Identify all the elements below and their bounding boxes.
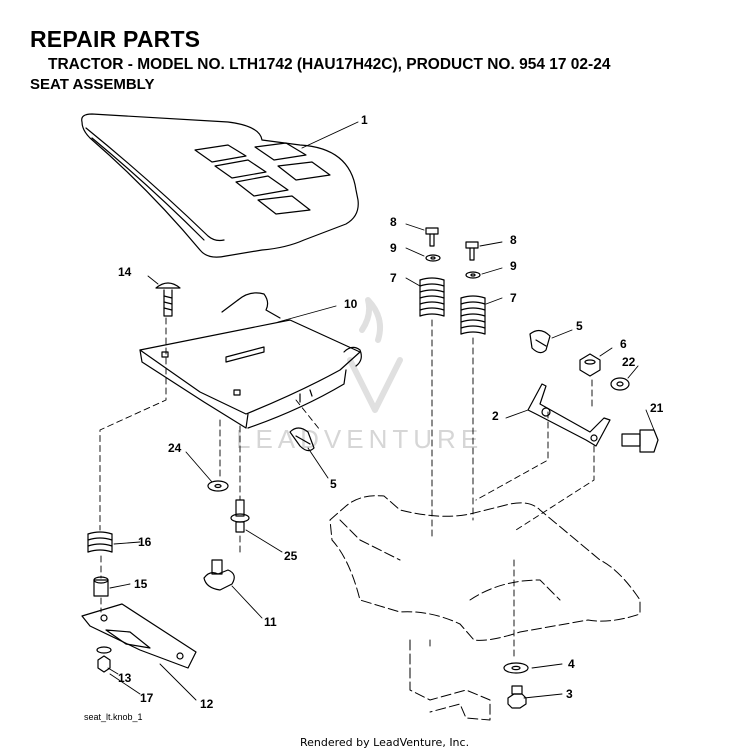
clip-part-lower [289,427,315,452]
bolt-washer-spring-stack-right [460,241,486,335]
slide-plate-part [81,603,197,669]
shoulder-bolt-part [621,429,659,453]
callout-9-left: 9 [390,241,397,255]
callout-6: 6 [620,337,627,351]
leader-lines [107,121,655,701]
tractor-frame-phantom [329,495,641,721]
callout-5-upper: 5 [576,319,583,333]
seat-pan-part [139,292,362,429]
bushing-part [93,576,109,597]
callout-7-left: 7 [390,271,397,285]
callout-15: 15 [134,577,148,591]
callout-13: 13 [118,671,132,685]
assembly-lines [99,317,595,661]
callout-10: 10 [344,297,358,311]
file-code: seat_lt.knob_1 [84,712,143,722]
callout-7-right: 7 [510,291,517,305]
callout-17: 17 [140,691,154,705]
callout-9-right: 9 [510,259,517,273]
callout-25: 25 [284,549,298,563]
callout-8-right: 8 [510,233,517,247]
callout-12: 12 [200,697,214,711]
callout-14: 14 [118,265,132,279]
callout-2: 2 [492,409,499,423]
page-title: REPAIR PARTS [30,26,201,52]
callout-11: 11 [264,615,277,629]
shoulder-screw-part [230,499,250,533]
rendered-by-credit: Rendered by LeadVenture, Inc. [300,736,470,749]
leadventure-logo-icon [347,297,403,413]
clip-part-upper [529,329,551,354]
bolt-washer-spring-stack-left [419,227,445,317]
callout-5-lower: 5 [330,477,337,491]
seat-knob-part [203,559,235,591]
flange-nut-part [610,377,630,391]
hex-bolt-part-lower [507,685,527,709]
callout-8-left: 8 [390,215,397,229]
watermark-text: LEADVENTURE [236,424,484,454]
washer-nut-stack-part [96,646,112,673]
callout-4: 4 [568,657,575,671]
section-title: SEAT ASSEMBLY [30,76,155,93]
carriage-bolt-part [155,282,181,317]
callout-16: 16 [138,535,152,549]
callout-21: 21 [650,401,664,415]
page-subtitle: TRACTOR - MODEL NO. LTH1742 (HAU17H42C),… [48,56,611,73]
callout-1: 1 [361,113,368,127]
callout-3: 3 [566,687,573,701]
bracket-part [527,383,611,447]
spring-part [87,531,113,553]
nut-part [579,353,601,377]
seat-part [81,113,359,258]
callout-24: 24 [168,441,182,455]
callout-22: 22 [622,355,636,369]
washer-part [207,480,229,492]
washer-part-lower [503,662,529,674]
